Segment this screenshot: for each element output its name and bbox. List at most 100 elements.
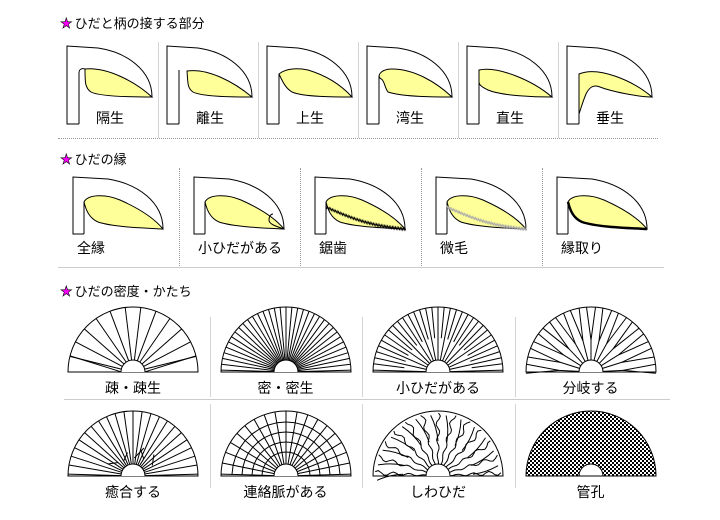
attachment-label: 上生 xyxy=(296,111,324,127)
anastomosis-line xyxy=(133,447,145,459)
gill-pattern-label: 癒合する xyxy=(105,485,161,501)
gill-pattern-wrinkled: しわひだ xyxy=(363,406,513,506)
attachment-label: 隔生 xyxy=(96,111,124,127)
gill-line xyxy=(263,414,282,465)
column-separator xyxy=(514,404,516,488)
gill-branch xyxy=(585,307,591,341)
gill-line xyxy=(442,311,463,362)
gill-line xyxy=(142,439,188,470)
gill-line xyxy=(574,343,586,362)
section-title: ★ひだの縁 xyxy=(60,149,127,169)
mushroom-section-diagram xyxy=(193,176,286,235)
gill-line xyxy=(439,308,451,361)
gill-line xyxy=(233,331,277,365)
gill-line xyxy=(137,416,160,466)
gill-line xyxy=(74,447,123,472)
gill-line xyxy=(593,340,599,361)
gill-branch xyxy=(562,312,576,345)
cap-stem-outline xyxy=(66,45,153,125)
wrinkle-branch xyxy=(461,426,475,451)
gill-line xyxy=(267,309,283,361)
cap-stem-outline xyxy=(72,176,164,235)
gill-line xyxy=(237,327,278,365)
column-separator xyxy=(542,168,543,266)
stem-hub xyxy=(273,359,298,373)
gill-pattern-short: 小ひだがある xyxy=(363,302,513,402)
short-gill-line xyxy=(458,320,479,346)
gill-line xyxy=(253,419,281,466)
vein-line xyxy=(328,467,330,475)
wrinkle-line xyxy=(435,412,441,465)
gill-branch xyxy=(622,363,656,371)
gill-line xyxy=(296,451,347,473)
wrinkle-branch xyxy=(377,463,405,466)
mushroom-section-diagram xyxy=(466,45,554,125)
gill-line xyxy=(78,439,124,470)
gill-branch xyxy=(598,308,603,342)
cap-stem-outline xyxy=(466,45,553,125)
star-icon: ★ xyxy=(60,284,73,301)
vein-line xyxy=(277,451,282,454)
wrinkle-branch xyxy=(467,437,486,458)
short-gill-line xyxy=(467,339,495,356)
serrated-edge xyxy=(325,205,407,232)
gill-pattern-label: 小ひだがある xyxy=(396,381,480,397)
mushroom-section-diagram xyxy=(314,176,407,235)
gill-line xyxy=(444,317,474,363)
gill-line xyxy=(287,411,298,465)
attachment-item-collar: 隔生 xyxy=(58,40,158,138)
gill-shape xyxy=(378,68,454,98)
stem-hub xyxy=(425,463,451,477)
cap-stem-outline xyxy=(266,45,353,125)
cap-outline xyxy=(67,306,199,373)
gill-line xyxy=(227,341,276,367)
gill-line xyxy=(220,363,274,372)
vein-line xyxy=(296,443,303,447)
gill-line xyxy=(135,413,152,465)
vein-line xyxy=(311,428,320,435)
vein-line xyxy=(308,471,310,476)
stem-hub xyxy=(120,359,146,373)
gill-line xyxy=(296,352,348,369)
vein-line xyxy=(337,465,340,475)
gill-line xyxy=(221,462,274,475)
gill-line xyxy=(67,473,122,477)
gill-pattern-label: 管孔 xyxy=(576,485,605,501)
stem-hub xyxy=(577,463,604,477)
gill-line xyxy=(261,311,282,361)
edge-label: 縁取り xyxy=(561,241,603,257)
vein-line xyxy=(306,449,312,455)
vein-line xyxy=(285,441,292,443)
mushroom-section-diagram xyxy=(266,45,354,125)
column-separator xyxy=(558,42,559,138)
gill-branch xyxy=(622,369,656,374)
edge-label: 鋸歯 xyxy=(319,241,347,257)
gill-line xyxy=(293,327,334,365)
fringe-edge xyxy=(446,205,528,232)
gill-line xyxy=(384,334,429,366)
gill-line xyxy=(448,345,498,368)
attachment-item-adnate: 直生 xyxy=(458,40,558,138)
gill-line xyxy=(295,441,342,471)
gill-branch xyxy=(525,363,559,371)
gill-branch xyxy=(598,310,612,342)
mushroom-section-diagram xyxy=(66,45,154,125)
gill-line xyxy=(134,411,143,465)
vein-line xyxy=(277,431,286,434)
short-gill-line xyxy=(440,307,445,339)
column-separator xyxy=(258,42,259,138)
vein-line xyxy=(301,445,308,451)
edge-label: 小ひだがある xyxy=(198,241,282,257)
gill-fan-diagram xyxy=(372,306,504,373)
vein-line xyxy=(270,454,274,458)
gill-line xyxy=(392,325,430,364)
vein-line xyxy=(251,441,259,448)
vein-line xyxy=(241,467,243,475)
vein-line xyxy=(305,463,309,468)
short-gill-line xyxy=(453,314,469,343)
vein-line xyxy=(289,451,294,454)
marginate-edge xyxy=(566,201,648,231)
divider xyxy=(58,267,664,268)
gill-line xyxy=(294,331,338,365)
gill-line xyxy=(95,318,127,363)
